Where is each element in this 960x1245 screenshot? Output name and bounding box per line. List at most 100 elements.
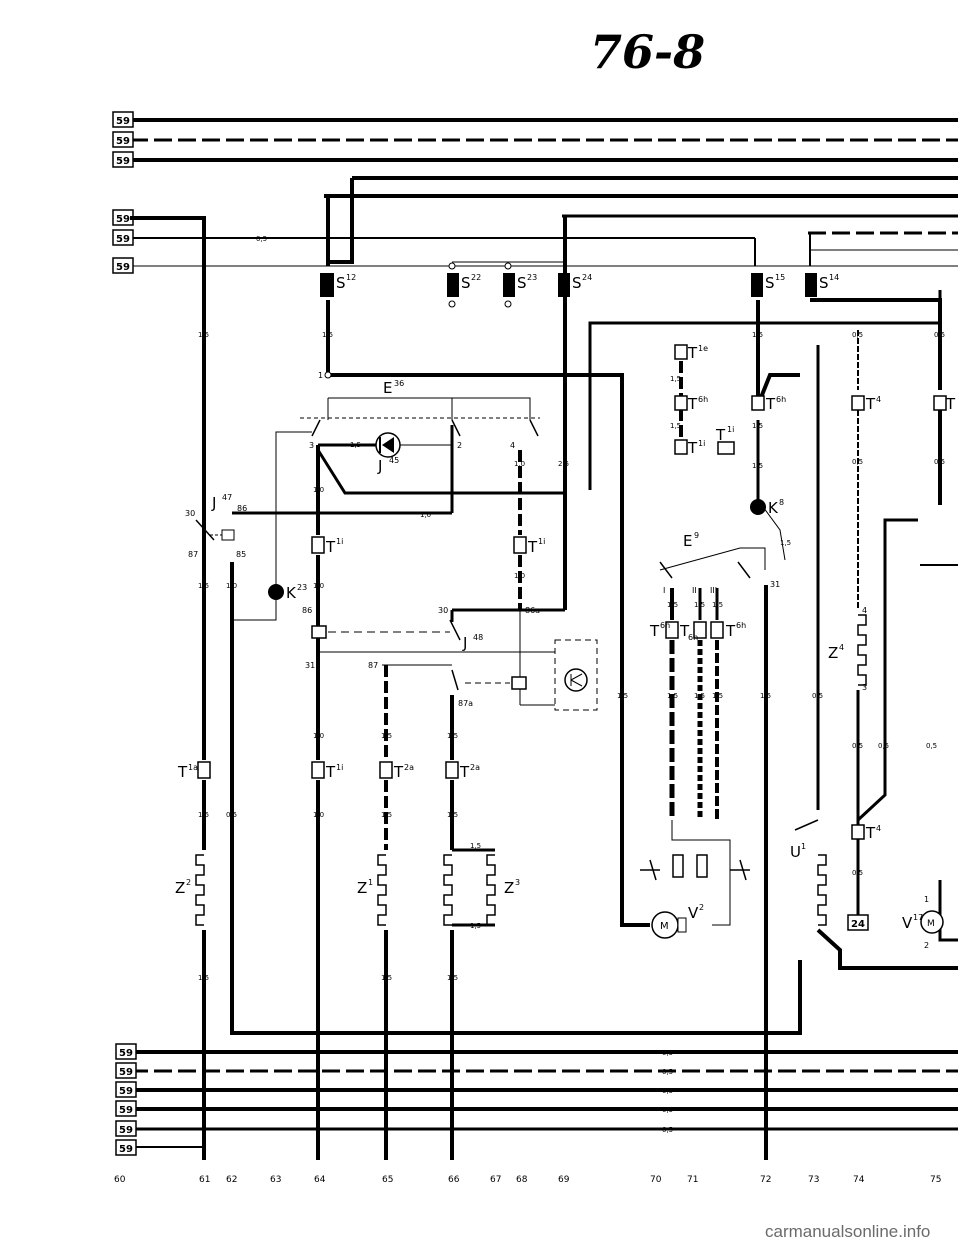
svg-text:M: M — [927, 919, 935, 929]
svg-text:T: T — [687, 344, 698, 362]
svg-text:T: T — [715, 426, 726, 444]
svg-text:1,5: 1,5 — [670, 422, 681, 430]
svg-text:0,5: 0,5 — [662, 1087, 673, 1095]
svg-text:III: III — [710, 586, 717, 595]
svg-text:S: S — [572, 274, 582, 292]
fuse-s22: S 22 — [447, 262, 481, 308]
svg-text:1,0: 1,0 — [313, 811, 324, 819]
svg-text:68: 68 — [516, 1175, 528, 1185]
motor-v17: M V 17 — [902, 910, 944, 934]
column-numbers: 60 61 62 63 64 65 66 67 68 69 70 71 72 7… — [114, 1175, 941, 1185]
fuses: S 12 S 22 S 23 S 24 S 15 S — [320, 262, 839, 308]
lamp-k8: K 8 — [750, 498, 784, 517]
svg-text:23: 23 — [297, 583, 307, 592]
svg-text:J: J — [462, 634, 467, 652]
diode-j45: J 45 — [375, 432, 452, 475]
svg-text:47: 47 — [222, 493, 232, 502]
svg-text:2: 2 — [924, 941, 929, 950]
svg-text:1: 1 — [801, 842, 806, 851]
svg-text:4: 4 — [839, 643, 844, 652]
svg-text:S: S — [765, 274, 775, 292]
relay-j47: J 47 — [195, 493, 235, 541]
svg-text:T: T — [865, 395, 876, 413]
svg-text:2: 2 — [699, 903, 704, 912]
svg-text:59: 59 — [116, 116, 130, 127]
svg-text:S: S — [461, 274, 471, 292]
svg-text:1,5: 1,5 — [670, 375, 681, 383]
svg-text:1,5: 1,5 — [381, 811, 392, 819]
bottom-bus-lines — [130, 1050, 958, 1148]
svg-text:T: T — [945, 395, 956, 413]
svg-text:2,5: 2,5 — [558, 460, 569, 468]
svg-text:1,5: 1,5 — [381, 974, 392, 982]
svg-text:30: 30 — [438, 606, 448, 615]
svg-text:24: 24 — [582, 273, 592, 282]
svg-text:1,5: 1,5 — [694, 601, 705, 609]
svg-text:6h: 6h — [688, 633, 698, 642]
svg-text:1,5: 1,5 — [712, 601, 723, 609]
svg-text:6h: 6h — [776, 395, 786, 404]
top-bus-lines — [130, 118, 958, 267]
svg-text:71: 71 — [687, 1175, 698, 1185]
svg-text:74: 74 — [853, 1175, 865, 1185]
fuse-s15: S 15 — [751, 273, 785, 297]
svg-text:T: T — [459, 763, 470, 781]
svg-text:0,5: 0,5 — [662, 1126, 673, 1134]
fuse-s14: S 14 — [805, 273, 839, 297]
svg-text:87: 87 — [188, 550, 198, 559]
fuse-59-box: 59 — [115, 1139, 137, 1156]
svg-text:1i: 1i — [538, 537, 545, 546]
svg-text:59: 59 — [119, 1105, 133, 1116]
svg-text:1,0: 1,0 — [313, 582, 324, 590]
svg-text:4: 4 — [876, 395, 881, 404]
svg-text:K: K — [286, 584, 297, 602]
svg-text:73: 73 — [808, 1175, 819, 1185]
svg-text:1,5: 1,5 — [470, 922, 481, 930]
svg-text:S: S — [336, 274, 346, 292]
svg-text:T: T — [679, 622, 690, 640]
fuse-labels: 59 59 59 59 59 59 59 59 59 59 59 59 — [112, 111, 137, 1156]
svg-text:63: 63 — [270, 1175, 281, 1185]
svg-text:61: 61 — [199, 1175, 210, 1185]
svg-text:1,5: 1,5 — [198, 582, 209, 590]
svg-text:48: 48 — [473, 633, 483, 642]
svg-text:67: 67 — [490, 1175, 501, 1185]
svg-text:6h: 6h — [736, 621, 746, 630]
svg-text:31: 31 — [305, 661, 315, 670]
svg-text:1: 1 — [318, 371, 323, 380]
svg-text:Z: Z — [504, 879, 514, 897]
svg-text:64: 64 — [314, 1175, 326, 1185]
svg-text:86a: 86a — [525, 606, 540, 615]
svg-text:1,5: 1,5 — [712, 692, 723, 700]
svg-text:59: 59 — [116, 156, 130, 167]
svg-text:0,5: 0,5 — [934, 331, 945, 339]
svg-text:T: T — [325, 763, 336, 781]
svg-text:59: 59 — [119, 1144, 133, 1155]
svg-text:1i: 1i — [727, 425, 734, 434]
svg-text:1,0: 1,0 — [514, 572, 525, 580]
svg-text:1,5: 1,5 — [322, 331, 333, 339]
svg-text:1,0: 1,0 — [313, 732, 324, 740]
connector-t6h4: T6h — [679, 621, 707, 642]
svg-text:59: 59 — [119, 1086, 133, 1097]
svg-text:1,5: 1,5 — [667, 601, 678, 609]
svg-text:1a: 1a — [188, 763, 198, 772]
svg-text:17: 17 — [913, 913, 923, 922]
fuse-s23: S 23 — [503, 262, 537, 308]
svg-text:S: S — [517, 274, 527, 292]
svg-text:0,5: 0,5 — [852, 331, 863, 339]
svg-text:0,5: 0,5 — [256, 235, 267, 243]
svg-text:0,5: 0,5 — [812, 692, 823, 700]
svg-text:0,5: 0,5 — [852, 458, 863, 466]
